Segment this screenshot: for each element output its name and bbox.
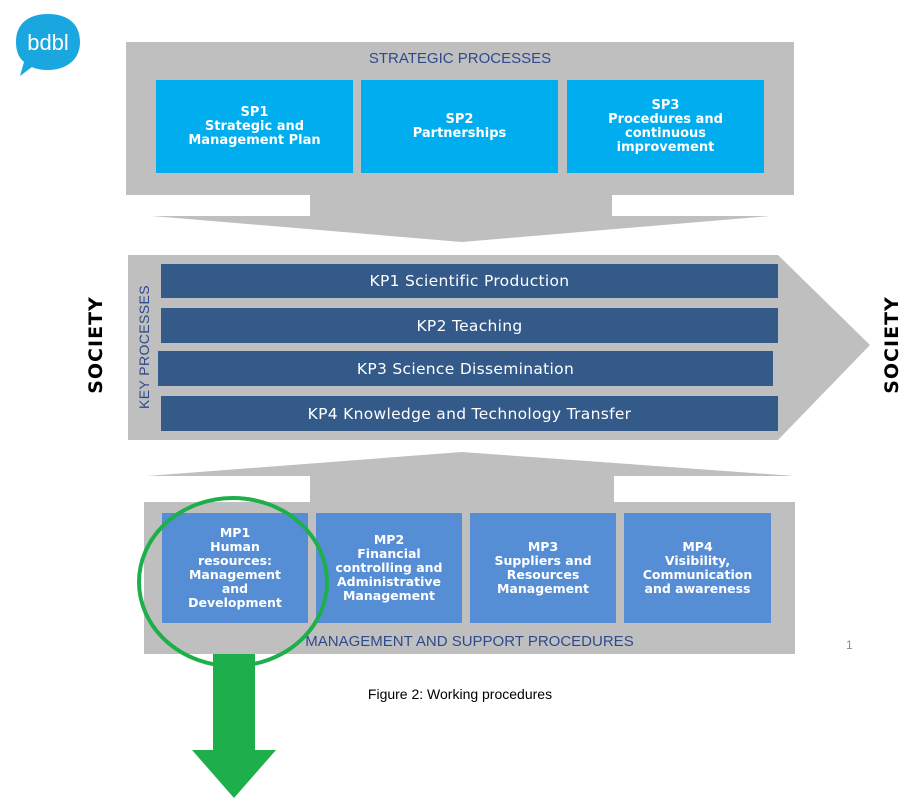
- society-left-label: SOCIETY: [85, 296, 107, 394]
- bdbl-logo: bdbl: [16, 14, 80, 76]
- strategic-processes-title: STRATEGIC PROCESSES: [368, 50, 552, 67]
- mp2-box: MP2 Financial controlling and Administra…: [316, 513, 462, 623]
- mp4-box: MP4 Visibility, Communication and awaren…: [624, 513, 771, 623]
- sp1-box: SP1 Strategic and Management Plan: [156, 80, 353, 173]
- kp3-bar: KP3 Science Dissemination: [158, 351, 773, 386]
- kp1-bar: KP1 Scientific Production: [161, 264, 778, 298]
- logo-text: bdbl: [27, 30, 69, 55]
- management-up-arrow: [147, 452, 795, 502]
- mp3-box: MP3 Suppliers and Resources Management: [470, 513, 616, 623]
- figure-caption: Figure 2: Working procedures: [367, 686, 553, 702]
- society-right-label: SOCIETY: [881, 296, 902, 394]
- green-down-arrow: [192, 650, 276, 798]
- sp3-box: SP3 Procedures and continuous improvemen…: [567, 80, 764, 173]
- mp1-box: MP1 Human resources: Management and Deve…: [162, 513, 308, 623]
- key-processes-label: KEY PROCESSES: [136, 285, 152, 409]
- page-number: 1: [846, 638, 853, 652]
- kp4-bar: KP4 Knowledge and Technology Transfer: [161, 396, 778, 431]
- strategic-down-arrow: [152, 195, 770, 242]
- management-title: MANAGEMENT AND SUPPORT PROCEDURES: [305, 633, 634, 650]
- sp2-box: SP2 Partnerships: [361, 80, 558, 173]
- kp2-bar: KP2 Teaching: [161, 308, 778, 343]
